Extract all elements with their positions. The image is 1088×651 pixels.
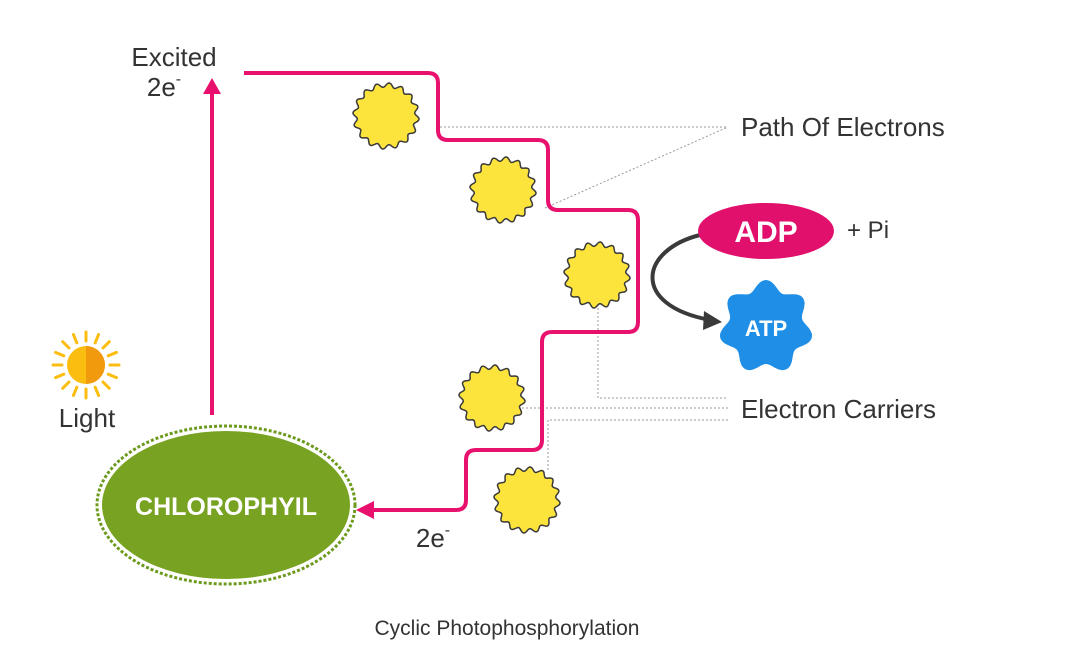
sun-ray bbox=[71, 385, 79, 397]
excitation-arrow-head bbox=[203, 78, 221, 94]
excited-electron-label: 2e- bbox=[147, 71, 181, 102]
chlorophyll-oval bbox=[102, 431, 350, 579]
sun-ray bbox=[93, 333, 101, 345]
adp-oval bbox=[698, 203, 834, 259]
light-label: Light bbox=[59, 403, 116, 433]
sun-ray bbox=[61, 340, 71, 350]
return-electron-label: 2e- bbox=[416, 522, 450, 553]
sun-ray bbox=[106, 350, 118, 358]
leader-path-diagonal bbox=[544, 126, 729, 209]
leader-carrier-5 bbox=[547, 419, 728, 470]
electron-carriers bbox=[352, 82, 631, 534]
path-of-electrons-label: Path Of Electrons bbox=[741, 112, 945, 142]
return-electron-superscript: - bbox=[445, 522, 450, 539]
caption: Cyclic Photophosphorylation bbox=[375, 617, 640, 640]
sun-icon bbox=[51, 330, 121, 400]
atp-blob bbox=[720, 280, 812, 371]
sun-ray bbox=[106, 372, 118, 380]
excited-label: Excited bbox=[131, 42, 216, 72]
leader-carrier-3 bbox=[597, 292, 728, 399]
sun-ray bbox=[71, 333, 79, 345]
adp-label: ADP bbox=[734, 216, 797, 249]
sun-ray bbox=[101, 380, 111, 390]
chlorophyll-label: CHLOROPHYIL bbox=[135, 493, 317, 521]
electron-carrier-2 bbox=[469, 156, 537, 224]
electron-carrier-1 bbox=[352, 82, 420, 150]
return-electron-text: 2e bbox=[416, 523, 445, 553]
cycle-arrow-head bbox=[703, 311, 722, 330]
electron-carrier-5 bbox=[493, 466, 561, 534]
sun-ray bbox=[54, 350, 66, 358]
excited-electron-text: 2e bbox=[147, 72, 176, 102]
electron-path bbox=[244, 71, 640, 512]
electron-carrier-4 bbox=[458, 364, 526, 432]
sun-ray bbox=[54, 372, 66, 380]
sun-ray bbox=[93, 385, 101, 397]
leader-lines bbox=[440, 126, 729, 470]
pi-label: + Pi bbox=[847, 217, 889, 244]
electron-carrier-3 bbox=[563, 241, 631, 309]
cycle-arrow bbox=[650, 233, 711, 322]
electron-carriers-label: Electron Carriers bbox=[741, 394, 936, 424]
atp-label: ATP bbox=[745, 316, 787, 341]
sun-shade bbox=[86, 346, 105, 384]
sun-ray bbox=[61, 380, 71, 390]
return-arrow-head bbox=[356, 501, 374, 519]
sun-ray bbox=[101, 340, 111, 350]
excited-electron-superscript: - bbox=[176, 71, 181, 88]
